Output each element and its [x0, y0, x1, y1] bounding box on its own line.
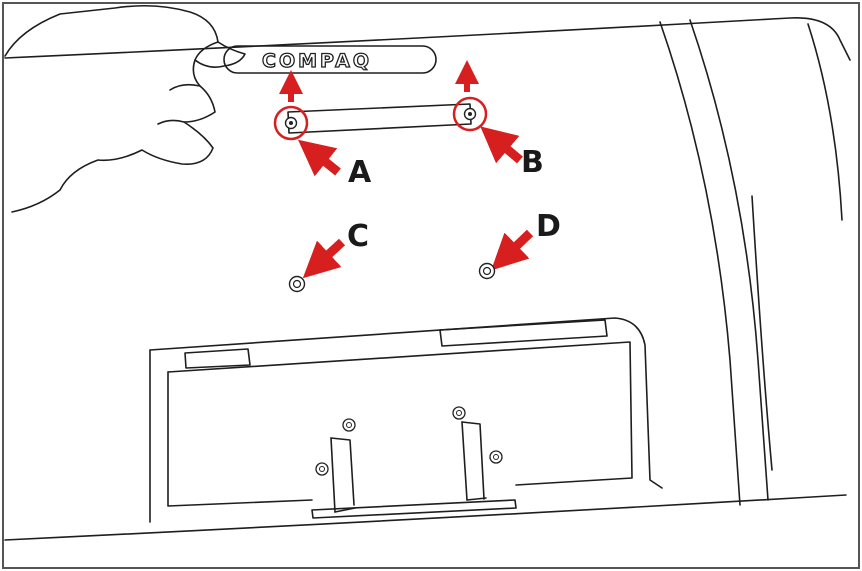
callout-arrow-b [480, 126, 523, 164]
bracket-screw-4 [489, 450, 503, 464]
brand-logo: COMPAQ [262, 50, 372, 72]
highlight-ring-a [273, 105, 309, 141]
callout-arrow-d [491, 229, 534, 271]
screw-a [284, 116, 298, 130]
bracket-screw-1 [342, 418, 356, 432]
callout-label-a: A [348, 155, 372, 190]
hand-illustration [4, 4, 246, 213]
bracket-screw-2 [315, 462, 329, 476]
callout-label-b: B [521, 145, 544, 180]
callout-label-d: D [536, 209, 561, 244]
logo-bar: COMPAQ [223, 45, 437, 74]
screw-c [288, 275, 306, 293]
hinge-bracket [311, 421, 517, 519]
screw-b [463, 107, 477, 121]
bracket-screw-3 [452, 406, 466, 420]
callout-arrow-a [297, 139, 341, 177]
stand-recess [149, 317, 663, 523]
highlight-ring-b [452, 96, 488, 132]
callout-label-c: C [347, 219, 369, 254]
callout-arrow-c [302, 238, 346, 279]
monitor-back-panel [4, 17, 851, 541]
screw-d [478, 262, 496, 280]
